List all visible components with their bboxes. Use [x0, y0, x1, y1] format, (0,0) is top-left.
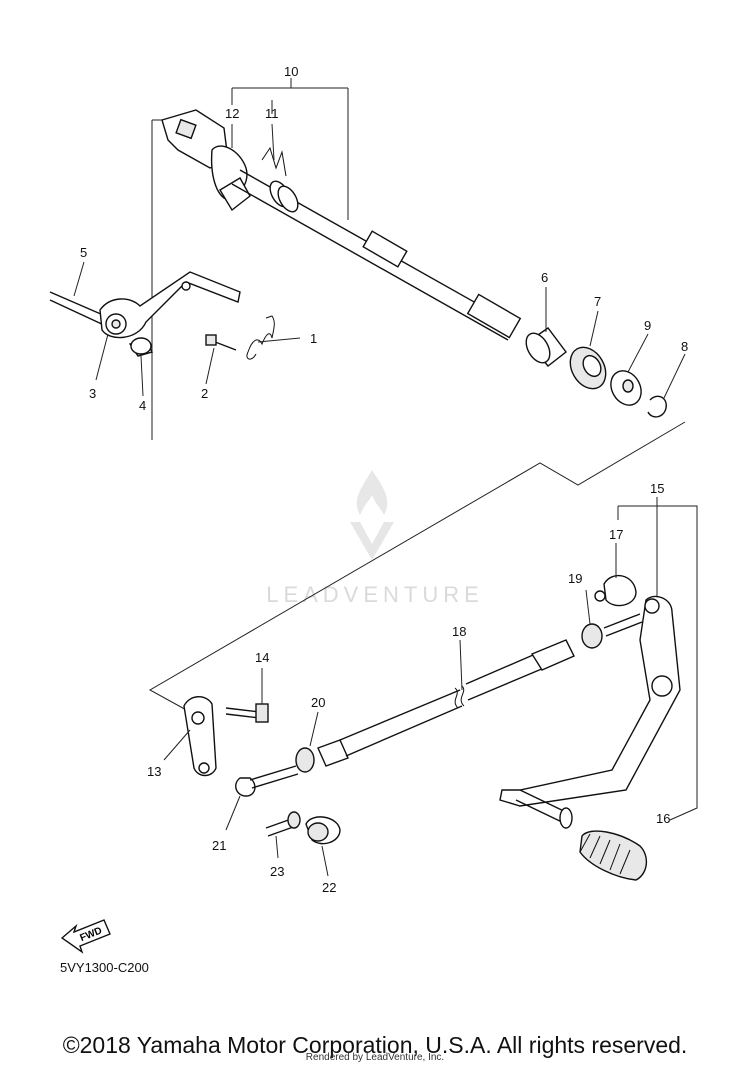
fwd-arrow-icon: FWD [60, 919, 111, 954]
callout-14: 14 [255, 650, 269, 665]
callout-3: 3 [89, 386, 96, 401]
shift-pedal-assembly [499, 574, 681, 881]
callout-21: 21 [212, 838, 226, 853]
watermark-text: LEADVENTURE [266, 582, 484, 607]
callout-9: 9 [644, 318, 651, 333]
callout-10: 10 [284, 64, 298, 79]
callout-leaders [73, 100, 686, 877]
shift-rod-assembly [235, 613, 643, 797]
callout-12: 12 [225, 106, 239, 121]
callout-8: 8 [681, 339, 688, 354]
shaft-end-parts [525, 327, 667, 418]
diagram-code: 5VY1300-C200 [60, 960, 149, 975]
lower-hardware [265, 811, 341, 845]
callout-19: 19 [568, 571, 582, 586]
callout-15: 15 [650, 481, 664, 496]
callout-1: 1 [310, 331, 317, 346]
callout-18: 18 [452, 624, 466, 639]
callout-6: 6 [541, 270, 548, 285]
assembly-frames [148, 78, 698, 821]
callout-13: 13 [147, 764, 161, 779]
callout-16: 16 [656, 811, 670, 826]
rendered-by-note: Rendered by LeadVenture, Inc. [305, 1052, 445, 1063]
shift-arm-assembly [183, 696, 269, 777]
callout-17: 17 [609, 527, 623, 542]
callout-7: 7 [594, 294, 601, 309]
leadventure-watermark: LEADVENTURE [266, 470, 484, 607]
callout-5: 5 [80, 245, 87, 260]
callout-22: 22 [322, 880, 336, 895]
callout-20: 20 [311, 695, 325, 710]
callout-2: 2 [201, 386, 208, 401]
shift-shaft-assembly [161, 109, 522, 341]
spring-and-bolt [205, 315, 275, 360]
copyright-notice: ©2018 Yamaha Motor Corporation, U.S.A. A… [62, 1032, 688, 1058]
callout-11: 11 [265, 106, 279, 121]
stopper-lever-assembly [49, 271, 241, 357]
callout-4: 4 [139, 398, 146, 413]
callout-23: 23 [270, 864, 284, 879]
callout-labels: 1 2 3 4 5 6 7 8 9 10 11 12 13 14 15 16 1… [80, 64, 688, 895]
